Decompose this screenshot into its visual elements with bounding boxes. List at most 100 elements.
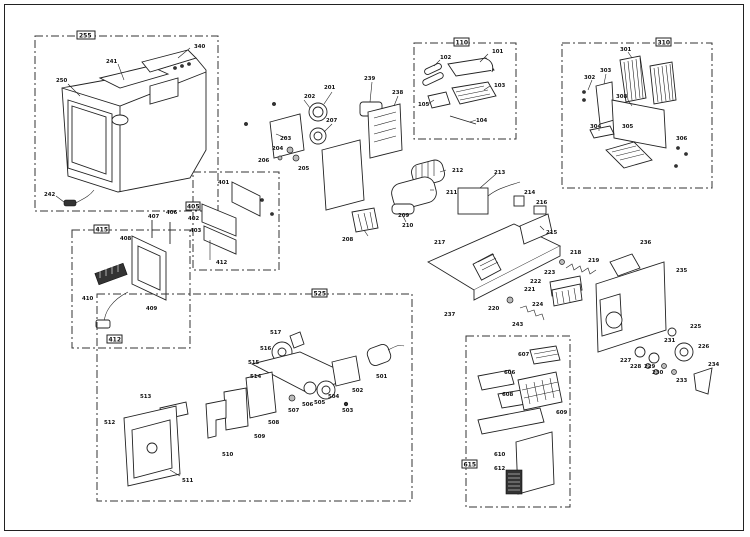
plate-401 [231, 181, 261, 217]
part-216 [533, 205, 547, 215]
bracket-236 [609, 253, 641, 277]
base-plate-grille-lines [477, 253, 499, 271]
callout-212: 212 [452, 168, 464, 174]
callout-211: 211 [446, 190, 458, 196]
housing-slot [149, 77, 179, 105]
callout-505: 505 [314, 400, 326, 406]
plate-203 [269, 113, 305, 159]
callout-222: 222 [530, 279, 542, 285]
callout-227: 227 [620, 358, 632, 364]
group-310-tag-box [655, 37, 672, 47]
callout-226: 226 [698, 344, 710, 350]
callout-412b: 412 [216, 260, 228, 266]
group-615-boundary [465, 335, 571, 508]
part-517 [289, 331, 305, 349]
part-222-teeth [555, 287, 577, 305]
housing-screw-b [180, 64, 184, 68]
group-525-tag-box [311, 288, 328, 298]
group-615: 615 607 606 608 609 610 612 [461, 335, 571, 508]
callout-515: 515 [248, 360, 260, 366]
leader-213 [479, 173, 497, 189]
callout-229: 229 [644, 364, 656, 370]
leader-340 [177, 47, 191, 59]
callout-510: 510 [222, 452, 234, 458]
leader-104 [469, 119, 477, 123]
callout-238: 238 [392, 90, 404, 96]
group-412-tag: 412 [109, 337, 122, 344]
side-frame-hole [605, 311, 623, 329]
screw-306-a [676, 146, 680, 150]
leader-102 [433, 59, 441, 67]
group-525-tag: 525 [314, 291, 327, 298]
leader-201 [323, 91, 333, 105]
callout-225: 225 [690, 324, 702, 330]
callout-402: 402 [188, 216, 200, 222]
part-103-detail [455, 85, 491, 101]
callout-509: 509 [254, 434, 266, 440]
washer-229 [653, 369, 659, 375]
callout-511: 511 [182, 478, 194, 484]
callout-207: 207 [326, 118, 338, 124]
washer-228 [645, 363, 651, 369]
leader-238 [393, 95, 399, 107]
group-110-tag: 110 [456, 40, 469, 47]
leader-308 [627, 99, 633, 107]
callout-508: 508 [268, 420, 280, 426]
callout-410: 410 [82, 296, 94, 302]
plate-607 [529, 345, 561, 365]
part-101-curl [483, 57, 494, 73]
power-cord [73, 189, 95, 205]
mechanism-200-series: 239 238 202 201 203 207 204 205 206 212 … [244, 76, 720, 395]
part-612-block-detail [508, 473, 520, 491]
gear-505 [303, 381, 317, 395]
callout-224: 224 [532, 302, 544, 308]
leader-242 [55, 195, 65, 203]
callout-220: 220 [488, 306, 500, 312]
plate-607-detail [533, 349, 559, 359]
callout-302: 302 [584, 75, 596, 81]
callout-250: 250 [56, 78, 68, 84]
callout-516: 516 [260, 346, 272, 352]
group-110: 110 101 102 103 105 104 [413, 37, 517, 140]
callout-202: 202 [304, 94, 316, 100]
callout-104: 104 [476, 118, 488, 124]
washer-218 [559, 259, 565, 265]
plate-234 [693, 367, 713, 395]
part-101-plate [447, 57, 495, 77]
group-525: 525 517 516 515 514 513 512 511 [96, 288, 413, 502]
motor-212-ribs [415, 160, 435, 182]
leader-302 [587, 79, 593, 91]
callout-219: 219 [588, 258, 600, 264]
callout-206: 206 [258, 158, 270, 164]
housing-screw-a [173, 66, 177, 70]
callout-512: 512 [104, 420, 116, 426]
callout-210: 210 [402, 223, 414, 229]
leader-212 [439, 169, 447, 173]
plate-606 [477, 369, 515, 391]
callout-308: 308 [616, 94, 628, 100]
housing-screw-c [187, 62, 191, 66]
part-305-plate [605, 141, 653, 169]
callout-409: 409 [146, 306, 158, 312]
washer-230 [661, 363, 667, 369]
plate-402 [201, 203, 237, 237]
keypad-609-keys [521, 377, 561, 405]
callout-228: 228 [630, 364, 642, 370]
group-255-housing: 255 241 340 250 242 [34, 30, 219, 212]
group-615-tag-box [461, 459, 478, 469]
callout-506: 506 [302, 402, 314, 408]
frame-209 [321, 139, 365, 211]
group-415: 415 407 406 408 410 409 412 [71, 210, 191, 349]
callout-235: 235 [676, 268, 688, 274]
gear-227 [634, 346, 646, 358]
callout-203: 203 [280, 136, 292, 142]
callout-103: 103 [494, 83, 506, 89]
part-303-frame [595, 81, 615, 125]
base-plate-grille [472, 253, 502, 281]
housing-front-inner [71, 105, 107, 175]
part-102-roller [424, 63, 442, 75]
group-415-tag-box [93, 224, 110, 234]
washer-205 [292, 154, 300, 162]
callout-243: 243 [512, 322, 524, 328]
part-208 [351, 207, 379, 233]
